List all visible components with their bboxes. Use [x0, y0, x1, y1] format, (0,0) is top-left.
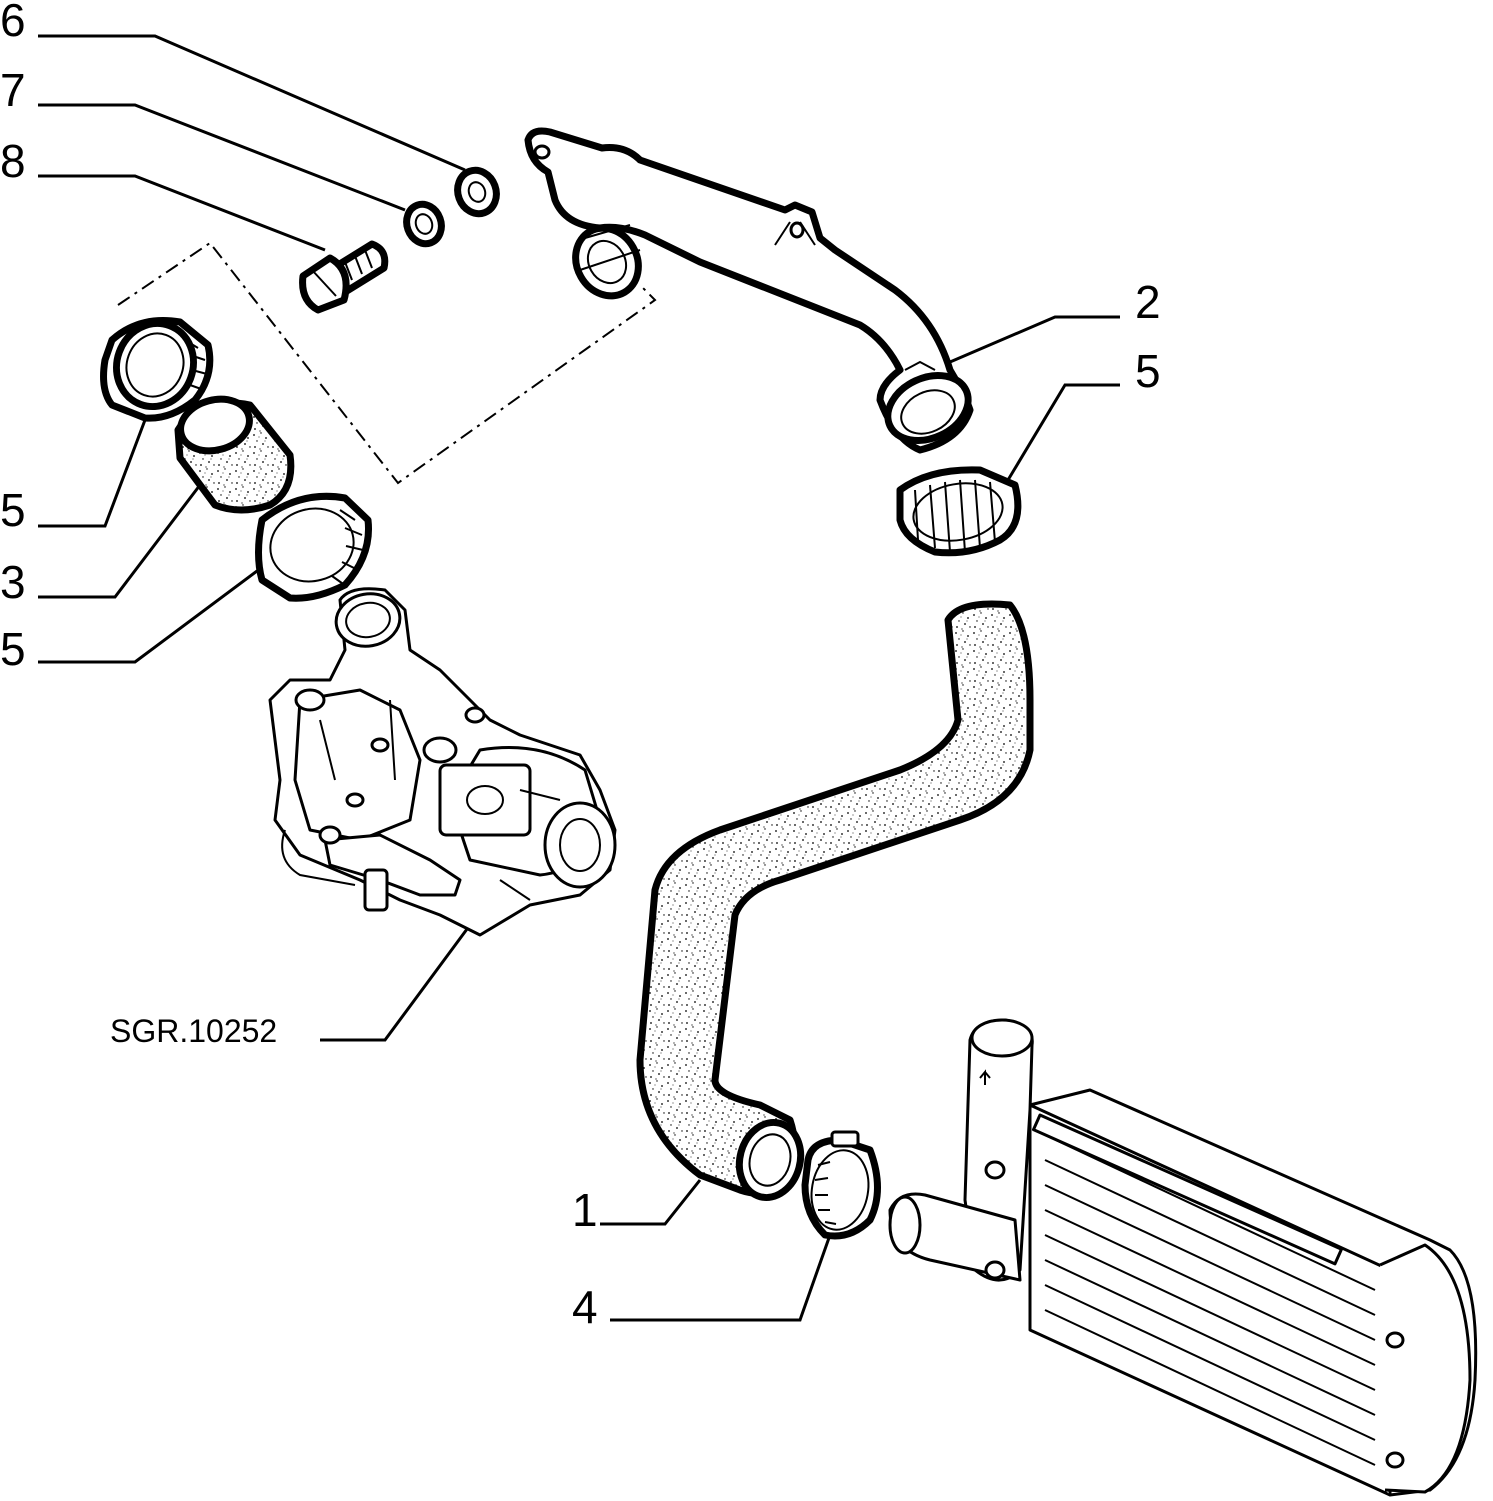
part-2-rigid-pipe	[524, 127, 974, 454]
part-8-bolt	[299, 240, 389, 314]
part-5-clamp-left-bottom	[255, 492, 373, 602]
leader-4	[610, 1234, 832, 1322]
callout-8: 8	[0, 135, 26, 187]
callout-labels: 6 7 8 2 5 5 3 5 1 4 SGR.10252	[0, 0, 1161, 1333]
leader-2	[949, 315, 1120, 364]
part-3-hose-sleeve	[174, 395, 295, 514]
leader-1	[600, 1179, 702, 1226]
callout-5-left-bottom: 5	[0, 623, 26, 675]
part-7-nut	[403, 200, 445, 248]
part-1-long-hose	[636, 600, 1034, 1202]
intercooler-fins	[1044, 1134, 1376, 1466]
leader-5-left-bottom	[38, 563, 266, 664]
callout-3: 3	[0, 556, 26, 608]
leader-3	[38, 484, 202, 599]
turbocharger	[268, 587, 617, 937]
intercooler	[888, 1018, 1478, 1497]
callout-2: 2	[1135, 276, 1161, 328]
leader-5-left-top	[38, 419, 147, 528]
leader-7	[38, 103, 406, 212]
callout-6: 6	[0, 0, 26, 46]
leader-6	[38, 34, 466, 172]
reference-code: SGR.10252	[110, 1013, 277, 1049]
part-4-hose-clamp	[801, 1130, 881, 1240]
callout-4: 4	[572, 1281, 598, 1333]
part-5-clamp-left-top	[100, 316, 214, 422]
leader-lines	[38, 34, 1120, 1322]
leader-5-right	[1003, 383, 1120, 486]
part-6-washer	[454, 166, 500, 218]
callout-5-right: 5	[1135, 345, 1161, 397]
assembly-boundary	[117, 241, 657, 485]
leader-sgr	[320, 924, 472, 1042]
callout-7: 7	[0, 64, 26, 116]
callout-5-left-top: 5	[0, 484, 26, 536]
part-5-clamp-right	[896, 466, 1022, 557]
callout-1: 1	[572, 1184, 598, 1236]
leader-8	[38, 174, 326, 252]
